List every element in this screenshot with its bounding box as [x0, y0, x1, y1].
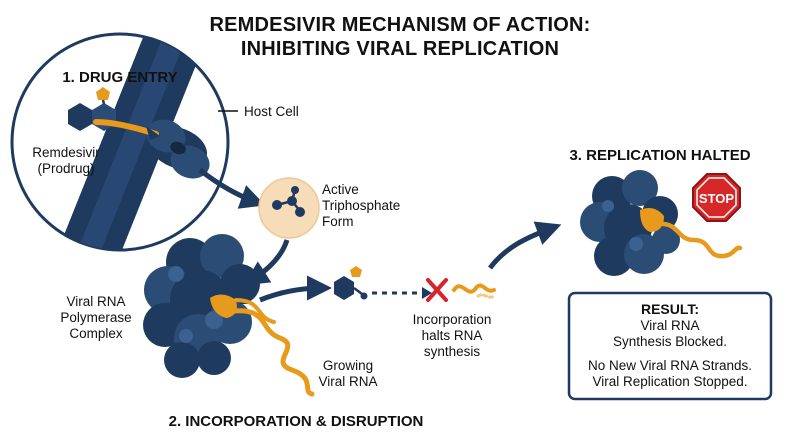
stop-sign-text: STOP — [699, 191, 734, 206]
prodrug-label-2: (Prodrug) — [37, 161, 94, 176]
polymerase-label-2: Polymerase — [60, 310, 131, 325]
title-line-1: REMDESIVIR MECHANISM OF ACTION: — [209, 14, 590, 36]
triphosphate-icon — [258, 177, 320, 239]
arrow-to-incorporated-molecule — [259, 275, 332, 303]
halts-label-1: Incorporation — [413, 312, 492, 327]
step-1-label: 1. DRUG ENTRY — [62, 69, 177, 86]
growing-label-2: Viral RNA — [318, 374, 377, 389]
result-heading: RESULT: — [641, 301, 699, 317]
halts-label-3: synthesis — [424, 344, 481, 359]
halts-label-2: halts RNA — [422, 328, 483, 343]
growing-rna-strand — [223, 308, 315, 397]
host-cell-label: Host Cell — [244, 104, 299, 119]
halted-rna-fragment — [452, 283, 496, 294]
incorporated-molecule-icon — [334, 266, 368, 300]
stalled-rna-strand — [655, 221, 743, 259]
active-label-2: Triphosphate — [322, 198, 400, 213]
arrow-to-halted — [488, 221, 562, 270]
stop-sign-icon: STOP — [692, 173, 741, 222]
halted-polymerase-icon — [580, 170, 680, 276]
result-line-4: Viral Replication Stopped. — [592, 374, 747, 389]
growing-label-1: Growing — [323, 358, 373, 373]
polymerase-label-1: Viral RNA — [66, 294, 125, 309]
arrow-to-active-form — [198, 168, 266, 209]
active-label-1: Active — [322, 182, 359, 197]
active-label-3: Form — [322, 214, 354, 229]
result-box: RESULT: Viral RNA Synthesis Blocked. No … — [567, 291, 773, 401]
prodrug-label-1: Remdesivir — [32, 145, 100, 160]
protein-blob-icon — [143, 234, 260, 378]
result-line-1: Viral RNA — [640, 318, 699, 333]
polymerase-label-3: Complex — [69, 326, 123, 341]
membrane-transporter — [146, 119, 210, 179]
title-line-2: INHIBITING VIRAL REPLICATION — [241, 38, 559, 60]
step-3-label: 3. REPLICATION HALTED — [569, 147, 750, 164]
result-line-2: Synthesis Blocked. — [613, 334, 727, 349]
red-x-icon — [426, 278, 448, 302]
result-line-3: No New Viral RNA Strands. — [588, 358, 752, 373]
step-2-label: 2. INCORPORATION & DISRUPTION — [169, 413, 424, 430]
drug-entry-panel: Host Cell 1. DRUG ENTRY Remdesivir (Prod… — [10, 32, 299, 252]
